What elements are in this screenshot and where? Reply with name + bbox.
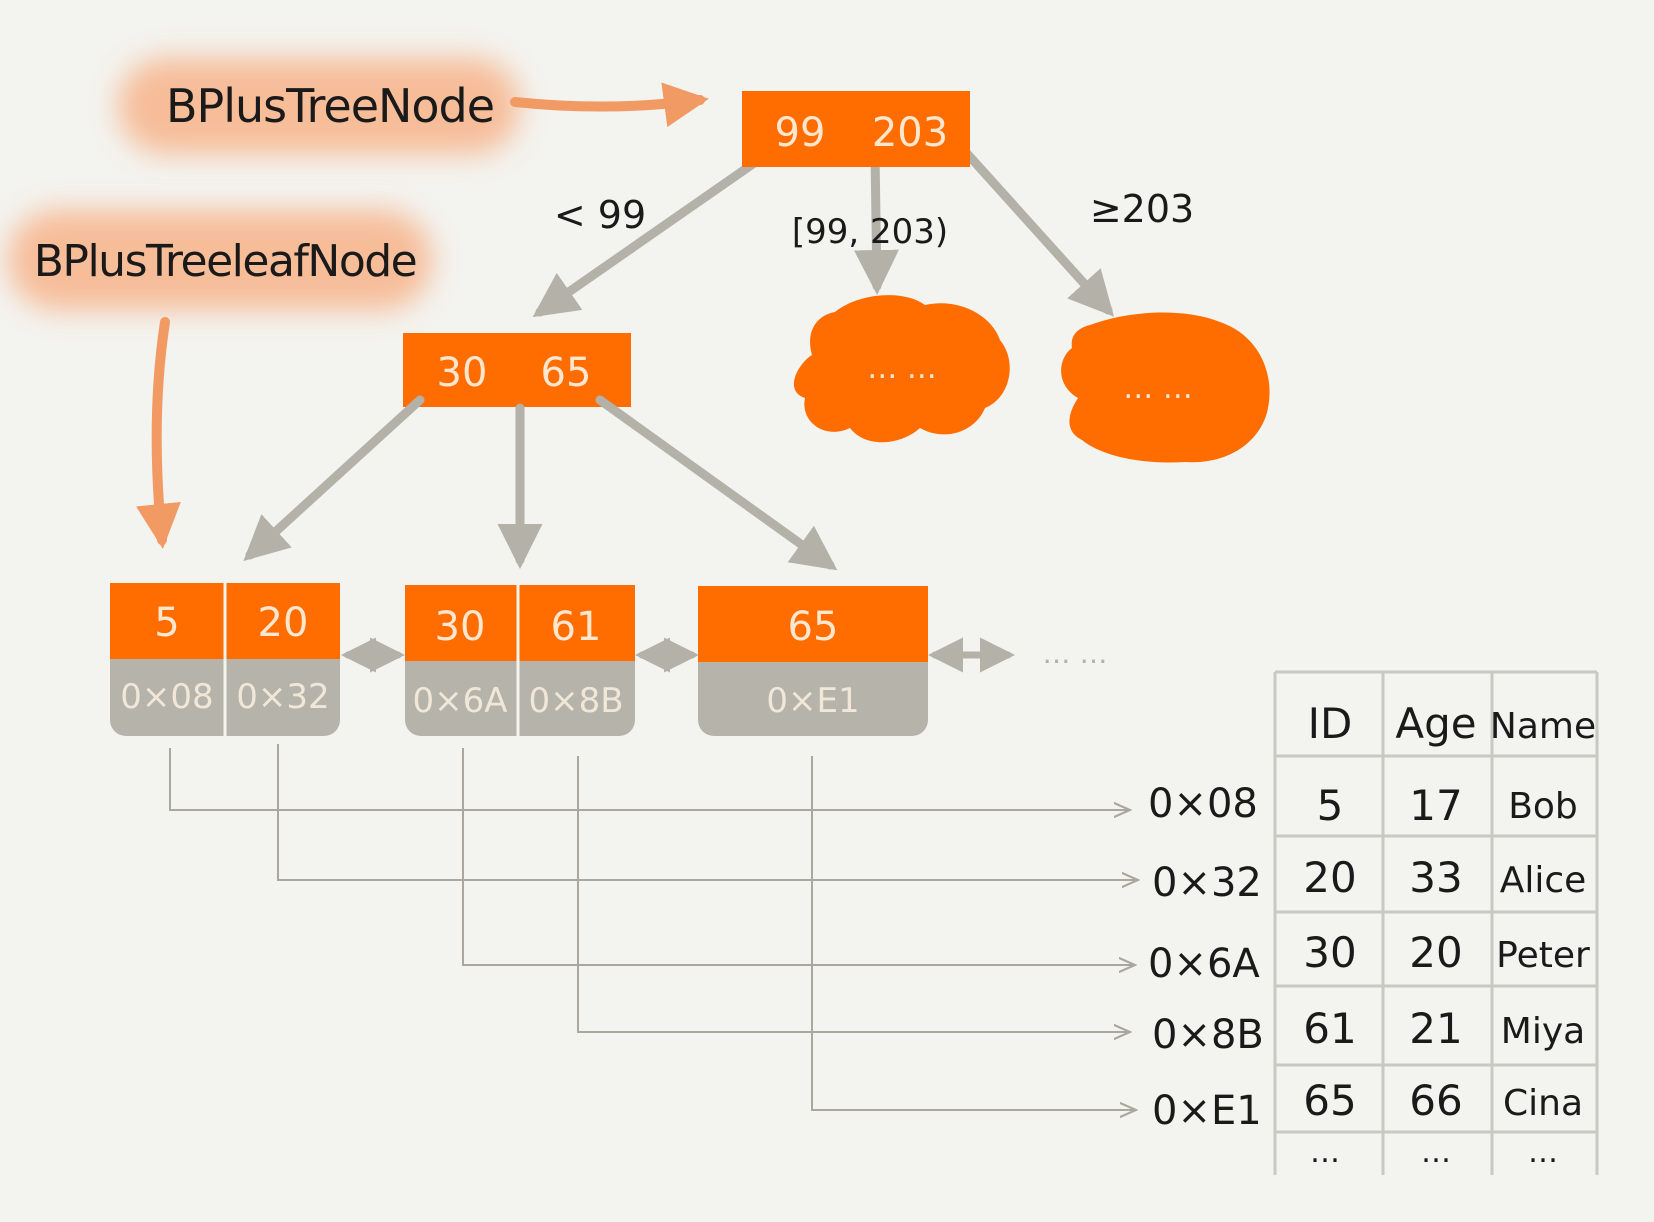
middle-subtree-cloud: … … [793,295,1010,443]
cell-name: Cina [1503,1083,1583,1124]
table-header: ID Age Name [1308,699,1596,748]
cell-ellipsis: … [1528,1135,1558,1170]
edge-child-to-leaf-3 [595,395,838,571]
cell-ellipsis: … [1421,1135,1451,1170]
connector-0x08 [169,748,1130,810]
address-0x6A: 0×6A [1148,941,1260,987]
cell-id: 20 [1303,853,1356,902]
address-labels: 0×08 0×32 0×6A 0×8B 0×E1 [1148,781,1264,1134]
leaf-node-label-group: BPlusTreeleafNode [8,210,432,310]
table-row: 65 66 Cina [1303,1076,1583,1125]
cell-name: Peter [1496,935,1590,976]
cell-age: 17 [1409,781,1462,830]
leaf-1-key-2: 20 [258,600,309,646]
edge-label-greater-equal: ≥203 [1090,187,1194,231]
child-key-2: 65 [541,350,592,396]
table-row: 30 20 Peter [1303,928,1590,977]
cell-age: 33 [1409,853,1462,902]
edge-root-to-right-cloud [957,143,1115,317]
leaf-1-pointer-2: 0×32 [236,677,329,717]
address-0x8B: 0×8B [1152,1012,1264,1058]
cell-ellipsis: … [1310,1135,1340,1170]
child-key-1: 30 [437,350,488,396]
cell-name: Alice [1500,860,1587,901]
leaf-2-key-2: 61 [551,604,602,650]
edge-label-range: [99, 203) [792,212,948,252]
column-header-name: Name [1490,706,1596,747]
leaf-3-pointer-area [698,640,928,736]
connector-0x6A [462,748,1135,965]
data-table: ID Age Name 5 17 Bob 20 33 Alice 30 20 P… [1273,670,1599,1175]
connector-0xE1 [811,756,1136,1110]
internal-node-label: BPlusTreeNode [166,79,494,133]
leaf-2-pointer-area [405,640,635,736]
leaf-1-pointer-1: 0×08 [120,677,213,717]
root-node: 99 203 [742,91,970,167]
leaf-2-key-1: 30 [435,604,486,650]
middle-cloud-text: … … [867,351,937,386]
edge-root-to-child [532,147,775,318]
leaf-continuation: … … [1043,637,1108,670]
right-subtree-cloud: … … [1061,312,1270,463]
address-0x32: 0×32 [1152,860,1262,906]
cell-age: 20 [1409,928,1462,977]
table-row: 5 17 Bob [1317,781,1578,830]
leaf-1-key-1: 5 [154,600,179,646]
leaf-3-pointer-1: 0×E1 [766,681,859,721]
cell-id: 30 [1303,928,1356,977]
edge-child-to-leaf-1 [243,395,425,562]
child-node: 30 65 [403,333,631,407]
leaf-3-key-area [698,586,928,662]
leaf-2-pointer-2: 0×8B [528,681,623,721]
table-body: 5 17 Bob 20 33 Alice 30 20 Peter 61 21 M… [1303,781,1590,1170]
internal-node-label-group: BPlusTreeNode [118,58,520,154]
leaf-2-pointer-1: 0×6A [412,681,507,721]
cell-id: 65 [1303,1076,1356,1125]
root-edges [532,143,1115,318]
leaf-node-1: 5 20 0×08 0×32 [110,583,340,736]
root-key-2: 203 [872,110,948,156]
edge-label-less-than: < 99 [554,193,646,237]
leaf-node-label: BPlusTreeleafNode [34,236,417,287]
leaf-node-label-arrow [136,317,181,549]
right-cloud-shape [1061,312,1270,463]
leaf-2-key-area [405,585,635,661]
pointer-connectors [169,744,1138,1110]
address-0xE1: 0×E1 [1152,1088,1262,1134]
leaf-node-label-glow [8,210,432,310]
child-node-box [403,333,631,407]
right-cloud-text: … … [1123,371,1193,406]
leaf-node-2: 30 61 0×6A 0×8B [405,585,635,736]
table-row: 20 33 Alice [1303,853,1586,902]
leaf-node-3: 65 0×E1 [698,586,928,736]
table-row: 61 21 Miya [1303,1004,1585,1053]
column-header-age: Age [1395,699,1476,748]
cell-name: Bob [1508,786,1578,827]
internal-node-label-arrow [510,82,709,128]
address-0x08: 0×08 [1148,781,1258,827]
root-key-1: 99 [775,110,826,156]
cell-age: 21 [1409,1004,1462,1053]
cell-age: 66 [1409,1076,1462,1125]
connector-0x32 [277,744,1138,880]
table-grid [1273,670,1599,1175]
table-row-ellipsis: … … … [1310,1135,1558,1170]
edge-root-to-middle-cloud [853,149,899,295]
cell-id: 61 [1303,1004,1356,1053]
connector-0x8B [577,756,1130,1032]
leaf-3-key-1: 65 [788,604,839,650]
child-edges [243,395,838,571]
middle-cloud-shape [793,295,1010,443]
column-header-id: ID [1308,699,1353,748]
internal-node-label-glow [118,58,520,154]
cell-id: 5 [1317,781,1344,830]
cell-name: Miya [1501,1011,1585,1052]
root-node-box [742,91,970,167]
